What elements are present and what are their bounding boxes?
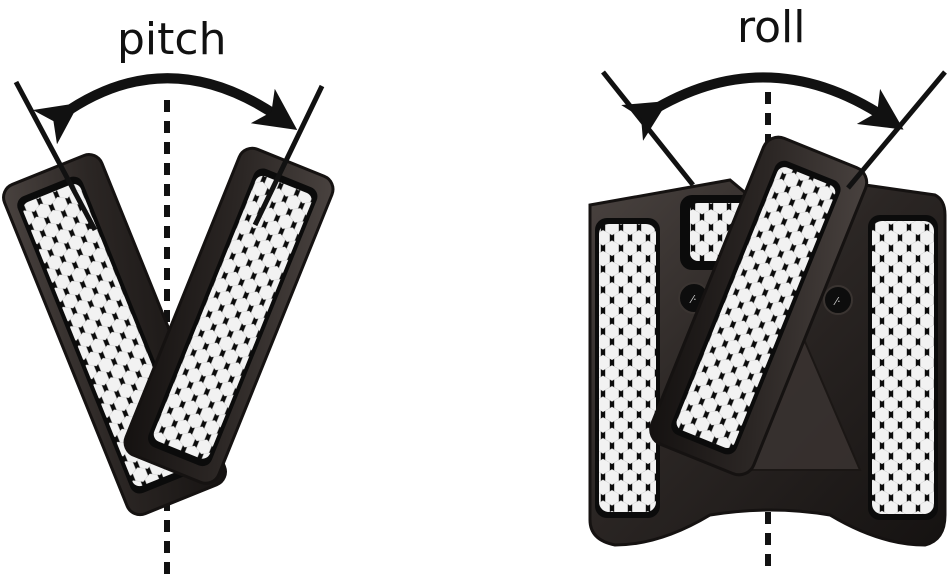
pitch-right-angle-line — [252, 84, 325, 227]
roll-diagram: ⁄· ⁄· — [588, 70, 947, 574]
pitch-label: pitch — [117, 14, 227, 65]
roll-right-angle-line — [846, 70, 947, 190]
logo-badge-icon: ⁄· — [688, 293, 696, 306]
logo-badge-icon: ⁄· — [832, 295, 840, 308]
logo-badge-icon — [823, 285, 853, 315]
roll-curved-double-arrow-icon — [621, 72, 904, 141]
roll-label: roll — [737, 2, 806, 53]
roll-left-angle-line — [601, 70, 695, 187]
roll-front-half — [649, 135, 869, 477]
hex-key-grid-icon — [599, 224, 656, 512]
pitch-right-half — [123, 146, 335, 485]
hex-key-grid-icon — [676, 167, 836, 448]
pitch-diagram — [2, 73, 335, 574]
hex-key-grid-icon — [153, 175, 312, 459]
hex-key-grid-icon — [872, 221, 934, 514]
pitch-left-angle-line — [13, 80, 98, 232]
pitch-curved-double-arrow-icon — [32, 73, 298, 145]
